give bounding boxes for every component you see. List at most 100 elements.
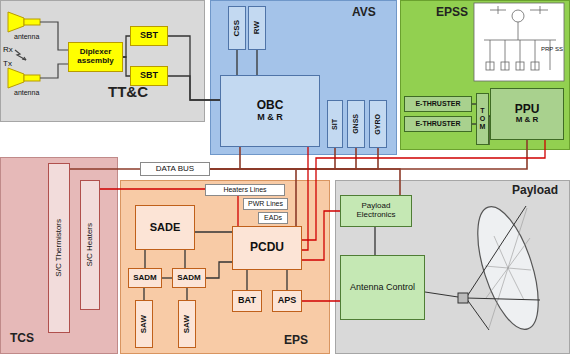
subsystem-panel: EPSHeaters LinesPWR LinesEADsSADESADMSAD… bbox=[120, 180, 330, 354]
box-text-group: SAW bbox=[140, 315, 149, 333]
reflector-rib bbox=[485, 208, 531, 328]
antenna-horn bbox=[24, 19, 40, 25]
signal-line bbox=[286, 270, 287, 290]
component-box: SADM bbox=[128, 268, 162, 288]
signal-arrow bbox=[15, 50, 26, 60]
component-box: GYRO bbox=[369, 100, 387, 148]
panel-title: AVS bbox=[352, 6, 376, 19]
box-text-group: SIT bbox=[331, 119, 339, 130]
box-text-group: OBCM & R bbox=[257, 99, 284, 122]
box-text-group: SBT bbox=[140, 71, 158, 81]
reflector-dish bbox=[465, 200, 550, 337]
signal-line bbox=[236, 50, 237, 75]
box-label: SBT bbox=[140, 31, 158, 41]
power-line bbox=[302, 300, 340, 301]
annotation-label: Rx bbox=[3, 46, 13, 55]
component-box: E-THRUSTER bbox=[404, 96, 472, 112]
box-label: SBT bbox=[140, 71, 158, 81]
component-box: TOM bbox=[476, 93, 489, 145]
subsystem-panel: EPSSE-THRUSTERE-THRUSTERTOMPPUM & R bbox=[400, 0, 570, 150]
box-text-group: S/C Heaters bbox=[86, 223, 95, 267]
subsystem-panel: TCS S/C Thermistors S/C Heaters bbox=[0, 157, 118, 354]
component-box: OBCM & R bbox=[220, 75, 320, 147]
box-text-group: SADM bbox=[177, 274, 201, 283]
panel-ground bbox=[336, 181, 570, 354]
box-text-group: BAT bbox=[238, 296, 256, 306]
box-label: OBC bbox=[257, 99, 284, 112]
box-label: E-THRUSTER bbox=[415, 120, 460, 128]
signal-line bbox=[168, 76, 220, 100]
subsystem-panel: TT&CDiplexer assemblySBTSBT bbox=[0, 0, 205, 122]
component-box: APS bbox=[272, 290, 302, 312]
box-text-group: SAW bbox=[183, 315, 192, 333]
box-label: RW bbox=[253, 21, 262, 34]
box-text-group: E-THRUSTER bbox=[415, 100, 460, 108]
box-label: DATA BUS bbox=[156, 165, 194, 174]
rf-line bbox=[40, 64, 68, 78]
box-text-group: Diplexer assembly bbox=[71, 48, 120, 66]
box-text-group: PWR Lines bbox=[248, 200, 283, 208]
box-text-group: APS bbox=[278, 296, 297, 306]
antenna-horn bbox=[8, 68, 24, 88]
component-box: SAW bbox=[135, 300, 153, 348]
component-box: SADM bbox=[172, 268, 206, 288]
box-sublabel: M & R bbox=[516, 116, 539, 125]
component-box: SIT bbox=[327, 100, 343, 148]
schematic-line bbox=[490, 6, 548, 14]
signal-line bbox=[162, 277, 172, 278]
signal-line bbox=[144, 250, 145, 268]
feed-strut bbox=[466, 206, 540, 330]
component-box: BAT bbox=[232, 290, 262, 312]
box-text-group: S/C Thermistors bbox=[55, 219, 64, 277]
data-bus-line bbox=[70, 168, 140, 170]
box-text-group: PPUM & R bbox=[515, 103, 540, 125]
power-line bbox=[302, 211, 340, 260]
propulsion-schematic bbox=[474, 3, 564, 81]
panel-ground bbox=[1, 1, 205, 122]
signal-line bbox=[123, 36, 130, 57]
annotation-label: antenna bbox=[14, 33, 39, 41]
valve-symbol bbox=[516, 62, 524, 70]
box-text-group: RW bbox=[253, 21, 262, 34]
power-line bbox=[302, 140, 545, 240]
antenna-horn bbox=[8, 12, 40, 88]
panel-title: TCS bbox=[10, 332, 34, 345]
panel-title: TT&C bbox=[108, 84, 148, 101]
component-box: SADE bbox=[135, 205, 195, 250]
reflector-rib bbox=[485, 208, 531, 328]
valve-symbol bbox=[531, 62, 539, 70]
box-label: TOM bbox=[479, 107, 485, 130]
schematic-frame bbox=[474, 3, 564, 81]
component-box: SAW bbox=[178, 300, 196, 348]
box-label: E-THRUSTER bbox=[415, 100, 460, 108]
box-text-group: SADM bbox=[133, 274, 157, 283]
signal-line bbox=[184, 250, 185, 268]
panel-ground bbox=[211, 1, 397, 155]
box-text-group: GNSS bbox=[352, 114, 360, 134]
signal-arrow bbox=[22, 57, 26, 60]
box-label: SADM bbox=[177, 274, 201, 283]
component-box: S/C Thermistors bbox=[48, 163, 70, 333]
component-box: Payload Electronics bbox=[340, 195, 412, 227]
box-text-group: Antenna Control bbox=[350, 283, 415, 293]
box-label: PPU bbox=[515, 103, 540, 116]
box-label: SADM bbox=[133, 274, 157, 283]
antenna-horn bbox=[24, 75, 40, 81]
signal-line bbox=[186, 288, 187, 300]
signal-line bbox=[374, 227, 375, 255]
box-label: GYRO bbox=[374, 114, 382, 135]
box-text-group: GYRO bbox=[374, 114, 382, 135]
component-box: PCDU bbox=[232, 226, 302, 270]
box-label: PCDU bbox=[250, 241, 284, 254]
annotation-label: antenna bbox=[14, 89, 39, 97]
box-label: SAW bbox=[183, 315, 192, 333]
panel-ground bbox=[1, 158, 118, 354]
annotation-label: Tx bbox=[3, 60, 12, 69]
component-box: GNSS bbox=[347, 100, 365, 148]
signal-line bbox=[206, 262, 232, 278]
component-box: PPUM & R bbox=[490, 88, 564, 140]
tank-symbol bbox=[512, 10, 524, 22]
component-box: S/C Heaters bbox=[80, 180, 100, 310]
component-box: Antenna Control bbox=[340, 255, 425, 320]
